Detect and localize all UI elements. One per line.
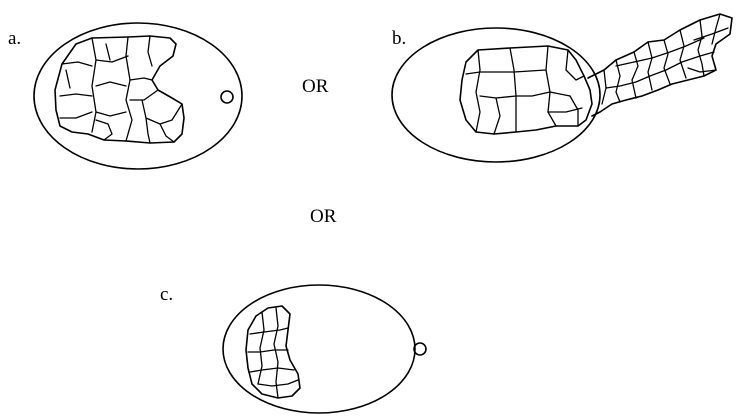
panel-a-cell-line xyxy=(96,120,112,140)
panel-b-tail-line xyxy=(712,14,720,44)
panel-b-tail-line xyxy=(680,30,686,78)
panel-b-cell-line xyxy=(566,50,584,80)
panel-b-tail-line xyxy=(698,20,704,76)
panel-a-cell-line xyxy=(92,38,96,132)
panel-b-cell-line xyxy=(466,70,546,74)
panel-a-cell-line xyxy=(60,94,92,96)
panel-a-cell-line xyxy=(96,112,126,116)
panel-a-cell-line xyxy=(106,44,110,60)
panel-b-tail-line xyxy=(648,42,652,90)
panel-b-tail-line xyxy=(632,52,638,98)
panel-c-ellipse xyxy=(223,285,415,413)
panel-b-tail-line xyxy=(664,40,670,84)
panel-c-cell-line xyxy=(250,328,288,334)
panel-c-cell-line xyxy=(258,380,298,386)
panel-a-cell-line xyxy=(60,112,92,118)
panel-a-cell-line xyxy=(160,124,174,142)
panel-a-cell-line xyxy=(148,36,152,66)
panel-b-tail-outline xyxy=(588,14,732,116)
panel-b-label: b. xyxy=(392,28,406,49)
panel-a-cell-line xyxy=(126,37,132,141)
panel-b-cluster-outline xyxy=(460,46,592,134)
panel-a-cluster-outline xyxy=(55,36,184,143)
panel-c-cell-line xyxy=(258,312,264,384)
panel-c-label: c. xyxy=(160,284,173,305)
panel-a-cell-line xyxy=(62,62,92,66)
panel-b-cell-line xyxy=(494,98,500,134)
panel-b-cell-line xyxy=(476,50,480,132)
panel-b-cell-line xyxy=(480,92,570,98)
panel-b-tail-line xyxy=(616,38,704,66)
panel-a-cell-line xyxy=(146,118,150,143)
panel-a-cell-line xyxy=(142,100,182,124)
panel-a-cell-line xyxy=(96,82,126,86)
panel-c-cell-line xyxy=(274,308,278,398)
panel-a-cell-line xyxy=(66,70,70,88)
panel-b-cell-line xyxy=(510,48,516,132)
panel-b-cell-line xyxy=(546,46,556,126)
panel-a-cell-line xyxy=(96,56,128,62)
panel-a-cell-line xyxy=(130,78,152,80)
panel-a-label: a. xyxy=(8,28,21,49)
panel-c-diagram xyxy=(223,285,426,413)
or-connector-middle: OR xyxy=(310,206,337,227)
panel-a-small-circle xyxy=(221,91,233,103)
panel-c-cell-line xyxy=(248,350,288,352)
panel-b-tail-line xyxy=(602,70,606,104)
or-connector-top: OR xyxy=(302,76,329,97)
panel-c-cell-line xyxy=(250,368,294,372)
panel-b-diagram xyxy=(392,14,732,162)
panel-a-cell-line xyxy=(130,90,158,100)
panel-a-diagram xyxy=(34,23,242,169)
